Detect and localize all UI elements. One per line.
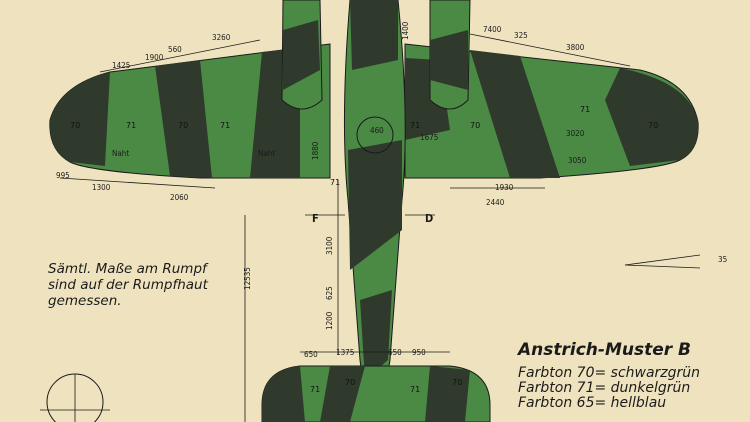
code-71-fuselage: 71: [330, 178, 340, 187]
note-line-1: Sämtl. Maße am Rumpf: [48, 261, 207, 277]
note-line-2: sind auf der Rumpfhaut: [48, 277, 208, 293]
code-71-tail-left: 71: [310, 385, 320, 394]
right-engine-dark-patch: [430, 30, 468, 90]
right-wing-dark-patch-outer: [605, 68, 699, 166]
dim-3020: 3020: [566, 129, 585, 138]
turret-ring: [356, 116, 394, 154]
paint-legend: Anstrich-Muster B Farbton 70= schwarzgrü…: [518, 340, 748, 411]
legend-row: Farbton 71= dunkelgrün: [518, 381, 748, 396]
dim-1425: 1425: [112, 61, 130, 70]
code-71-tail-right: 71: [410, 385, 420, 394]
dim-3100: 3100: [325, 236, 334, 255]
fuselage-dark-patch-rear: [360, 290, 392, 380]
code-71-right-wing: 71: [580, 105, 590, 114]
dim-2060: 2060: [170, 193, 189, 202]
legend-row-value: 65= hellblau: [576, 395, 667, 411]
marker-f: F: [312, 212, 319, 225]
dim-995: 995: [56, 171, 70, 180]
code-70-right-mid: 70: [470, 121, 480, 130]
legend-row: Farbton 70= schwarzgrün: [518, 366, 748, 381]
marker-d: D: [425, 212, 433, 225]
tailplane-dark-left: [262, 366, 305, 422]
dim-1900: 1900: [145, 53, 164, 62]
note-line-3: gemessen.: [48, 293, 122, 309]
dimension-lines: [59, 33, 701, 422]
code-70-tail-mid: 70: [345, 378, 355, 387]
code-71-right-inner: 71: [410, 121, 420, 130]
dim-2440: 2440: [486, 198, 505, 207]
code-71-left-wing: 71: [126, 121, 136, 130]
dim-1300: 1300: [92, 183, 111, 192]
dim-1880: 1880: [311, 141, 320, 160]
dim-950: 950: [412, 348, 426, 357]
dim-3800: 3800: [566, 43, 585, 52]
left-wing-dark-patch-mid: [155, 60, 212, 178]
dim-460: 460: [370, 126, 384, 135]
measurement-note: Sämtl. Maße am Rumpf sind auf der Rumpfh…: [48, 261, 248, 309]
code-70-left-mid: 70: [178, 121, 188, 130]
dim-625: 625: [325, 286, 334, 300]
code-70-tail-tip: 70: [452, 378, 462, 387]
left-wing-dark-patch-outer: [49, 72, 110, 166]
fuselage-dark-patch-front: [350, 0, 398, 70]
code-71-left-inner: 71: [220, 121, 230, 130]
legend-row-value: 70= schwarzgrün: [576, 365, 701, 381]
legend-row: Farbton 65= hellblau: [518, 396, 748, 411]
code-70-left-wing: 70: [70, 121, 80, 130]
dim-35: 35: [718, 255, 727, 264]
legend-title: Anstrich-Muster B: [518, 340, 692, 360]
legend-row-label: Farbton: [518, 395, 573, 411]
dim-7400: 7400: [483, 25, 502, 34]
tailplane-dark-right: [425, 366, 470, 422]
legend-row-label: Farbton: [518, 365, 573, 381]
dim-560: 560: [168, 45, 182, 54]
dim-1675: 1675: [420, 133, 438, 142]
tailplane-dark-mid: [320, 366, 365, 422]
right-wing-dark-patch-mid: [470, 50, 560, 178]
legend-row-label: Farbton: [518, 380, 573, 396]
dim-650-right: 650: [388, 348, 402, 357]
dim-1200: 1200: [325, 311, 334, 330]
dim-325: 325: [514, 31, 528, 40]
seam-label-left: Naht: [112, 149, 129, 158]
dim-1930: 1930: [495, 183, 514, 192]
dim-3260: 3260: [212, 33, 231, 42]
left-engine-dark-patch: [283, 20, 320, 90]
dim-650-left: 650: [304, 350, 318, 359]
seam-label-right: Naht: [258, 149, 275, 158]
dim-1375: 1375: [336, 348, 354, 357]
dim-1400: 1400: [401, 21, 410, 40]
code-70-right-tip: 70: [648, 121, 658, 130]
legend-row-value: 71= dunkelgrün: [576, 380, 691, 396]
dim-3050: 3050: [568, 156, 587, 165]
dim-12535: 12535: [243, 267, 252, 290]
fuselage-dark-patch-mid: [348, 140, 402, 270]
